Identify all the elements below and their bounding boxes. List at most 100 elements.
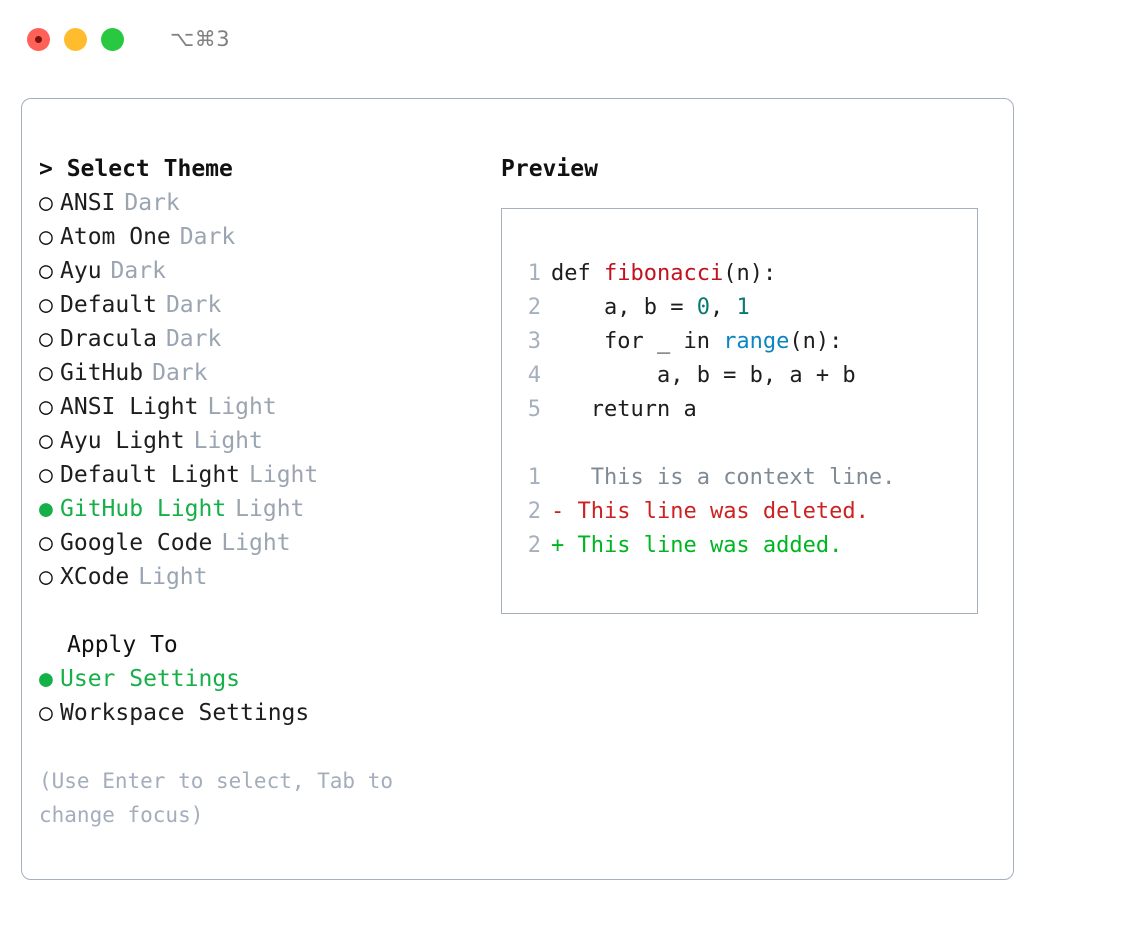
theme-option-github-light[interactable]: ● GitHub Light Light [39,492,499,526]
diff-line: 1 This is a context line. [515,461,977,495]
preview-title: Preview [501,156,598,182]
code-token: (n): [789,329,843,354]
apply-to-option-label: Workspace Settings [60,700,310,726]
apply-to-option-user-settings[interactable]: ●User Settings [39,662,499,696]
minimize-button-icon[interactable] [64,27,87,51]
theme-option-default[interactable]: ○ Default Dark [39,288,499,322]
theme-option-google-code[interactable]: ○ Google Code Light [39,526,499,560]
code-line-content: for _ in range(n): [551,325,842,359]
code-line-content: a, b = b, a + b [551,359,856,393]
radio-unselected-icon: ○ [39,530,53,556]
code-line-content: a, b = 0, 1 [551,291,750,325]
theme-option-kind: Light [193,428,263,454]
diff-marker: + [551,533,565,558]
theme-option-label: Google Code [60,530,213,556]
radio-unselected-icon: ○ [39,394,53,420]
theme-option-label: Default [60,292,157,318]
code-line: 4 a, b = b, a + b [515,359,977,393]
theme-option-label: Ayu Light [60,428,185,454]
list-spacer [39,594,499,628]
radio-unselected-icon: ○ [39,292,53,318]
diff-line-number: 1 [527,465,541,490]
code-line: 2 a, b = 0, 1 [515,291,977,325]
theme-option-kind: Light [235,496,305,522]
theme-option-kind: Dark [179,224,236,250]
code-token: 1 [736,295,750,320]
theme-option-xcode[interactable]: ○ XCode Light [39,560,499,594]
theme-option-ayu-light[interactable]: ○ Ayu Light Light [39,424,499,458]
code-line-number: 4 [527,363,541,388]
diff-line: 2- This line was deleted. [515,495,977,529]
theme-option-label: XCode [60,564,130,590]
close-button-icon[interactable] [27,27,50,51]
apply-to-option-list[interactable]: ●User Settings ○ Workspace Settings [39,662,499,730]
diff-line-content: This line was deleted. [564,499,869,524]
code-token: (n): [723,261,777,286]
apply-to-option-workspace-settings[interactable]: ○ Workspace Settings [39,696,499,730]
radio-unselected-icon: ○ [39,462,53,488]
help-hint-text: (Use Enter to select, Tab to change focu… [39,769,406,827]
theme-option-kind: Dark [165,292,222,318]
theme-option-label: Ayu [60,258,102,284]
code-line: 3 for _ in range(n): [515,325,977,359]
code-token: , [709,295,737,320]
theme-option-label: Atom One [60,224,171,250]
code-token: def [551,261,604,286]
select-theme-header: > Select Theme [39,156,233,182]
theme-option-default-light[interactable]: ○ Default Light Light [39,458,499,492]
diff-line-content: This is a context line. [564,465,896,490]
code-token: a, b = b, a + b [551,363,856,388]
code-line-number: 2 [527,295,541,320]
radio-unselected-icon: ○ [39,190,53,216]
theme-option-kind: Dark [165,326,222,352]
theme-option-label: GitHub Light [60,496,227,522]
diff-line-number: 2 [527,533,541,558]
code-token: for _ in [551,329,724,354]
theme-option-ayu[interactable]: ○ Ayu Dark [39,254,499,288]
diff-sample: 1 This is a context line.2- This line wa… [515,461,977,563]
radio-unselected-icon: ○ [39,700,53,726]
traffic-lights [27,27,124,51]
radio-unselected-icon: ○ [39,564,53,590]
radio-unselected-icon: ○ [39,428,53,454]
apply-to-header: Apply To [67,632,178,658]
theme-option-ansi[interactable]: ○ ANSI Dark [39,186,499,220]
theme-option-kind: Light [138,564,208,590]
maximize-button-icon[interactable] [101,27,124,51]
radio-selected-icon: ● [39,496,53,522]
code-token: a, b = [551,295,697,320]
radio-selected-icon: ● [39,666,53,692]
diff-marker [551,461,564,495]
theme-option-label: ANSI [60,190,116,216]
radio-unselected-icon: ○ [39,360,53,386]
diff-marker: - [551,499,565,524]
diff-line-content: This line was added. [564,533,843,558]
theme-option-kind: Light [221,530,291,556]
theme-option-kind: Light [207,394,277,420]
code-line: 1 def fibonacci(n): [515,257,977,291]
code-token: range [723,329,790,354]
theme-option-kind: Light [249,462,319,488]
theme-option-github[interactable]: ○ GitHub Dark [39,356,499,390]
theme-option-kind: Dark [110,258,166,284]
code-token: 0 [696,295,710,320]
theme-option-kind: Dark [152,360,208,386]
radio-unselected-icon: ○ [39,258,53,284]
theme-option-kind: Dark [124,190,180,216]
theme-option-label: GitHub [60,360,144,386]
code-diff-separator [515,427,977,461]
code-line-content: def fibonacci(n): [551,257,776,291]
theme-option-label: Default Light [60,462,241,488]
diff-line: 2 + This line was added. [515,529,977,563]
code-token: return a [551,397,697,422]
code-line-number: 1 [527,261,541,286]
